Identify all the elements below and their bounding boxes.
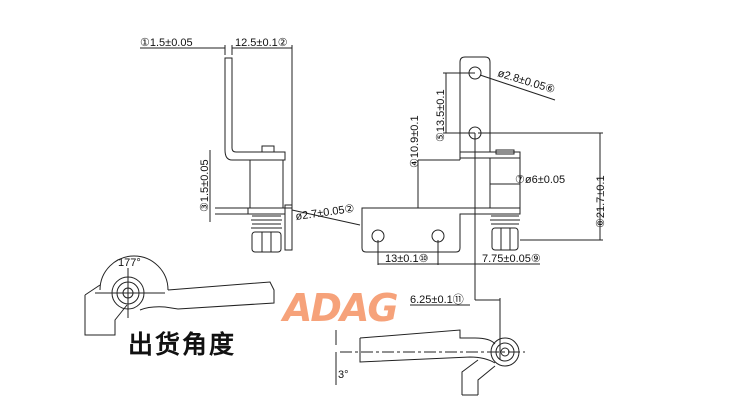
dim-9: 7.75±0.05⑨ — [482, 253, 541, 265]
dim-11: 6.25±0.1⑪ — [410, 293, 464, 306]
dim-6: ø2.8±0.05⑥ — [496, 67, 556, 96]
dim-2: 12.5±0.1② — [235, 37, 288, 49]
dim-7: ⑦ø6±0.05 — [515, 174, 565, 186]
dim-3: ③1.5±0.05 — [199, 159, 211, 212]
brand-logo: ADAG — [283, 286, 399, 330]
dim-8: ⑧21.7±0.1 — [595, 175, 607, 228]
front-view: ⑤13.5±0.1 ④10.9±0.1 ø2.8±0.05⑥ ⑦ø6±0.05 … — [361, 56, 607, 360]
side-view: ①1.5±0.05 12.5±0.1② ③1.5±0.05 ø2.7±0.05② — [140, 37, 361, 253]
open-angle-view: 177° — [84, 255, 275, 336]
dim-10: 13±0.1⑩ — [385, 253, 429, 265]
dim-4: ④10.9±0.1 — [409, 115, 421, 168]
angle-open: 177° — [118, 257, 141, 269]
angle-closed: 3° — [338, 369, 349, 381]
dim-5: ⑤13.5±0.1 — [435, 89, 447, 142]
shipping-angle-caption: 出货角度 — [128, 330, 237, 359]
dim-1: ①1.5±0.05 — [140, 37, 193, 49]
closed-angle-view: 3° — [335, 329, 525, 396]
dim-2b: ø2.7±0.05② — [295, 203, 356, 223]
